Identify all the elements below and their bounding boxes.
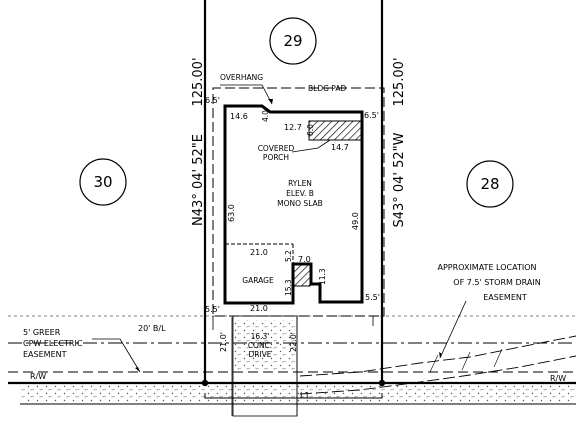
dim-setback-right-top: 6.5' bbox=[364, 111, 379, 120]
porch-label-1: COVERED bbox=[258, 144, 295, 153]
building-line-label: 20' B/L bbox=[138, 324, 166, 333]
lot-30-label: 30 bbox=[93, 173, 112, 191]
dim-garage-notch-v: 11.3 bbox=[318, 268, 327, 285]
drive-label-3: DRIVE bbox=[248, 350, 271, 359]
dim-top-left: 14.6 bbox=[230, 112, 248, 121]
driveway bbox=[232, 315, 298, 417]
dim-setback-left-top: 6.5' bbox=[205, 96, 220, 105]
house-elevation: ELEV. B bbox=[286, 189, 314, 198]
house-name: RYLEN bbox=[288, 179, 312, 188]
storm-easement-2: OF 7.5' STORM DRAIN bbox=[453, 278, 540, 287]
porch-label-2: PORCH bbox=[263, 153, 289, 162]
covered-porch-hatch bbox=[308, 120, 362, 141]
dim-garage-inner: 15.3 bbox=[284, 279, 293, 296]
lot-30-marker bbox=[79, 158, 127, 206]
dim-garage-bottom: 21.0 bbox=[250, 304, 268, 313]
dim-garage-side: 5.2 bbox=[284, 250, 293, 262]
lot-28-label: 28 bbox=[480, 175, 499, 193]
dim-garage-notch: 7.0 bbox=[298, 255, 311, 264]
lot-lines bbox=[203, 0, 384, 383]
lot-29-label: 29 bbox=[283, 32, 302, 50]
dim-drive-right: 22.0' bbox=[289, 332, 298, 352]
dim-left-side: 63.0 bbox=[227, 204, 236, 222]
west-bearing: N43° 04' 52"E bbox=[191, 134, 206, 226]
dim-setback-right-bottom: 5.5' bbox=[365, 293, 380, 302]
dim-setback-left-bottom: 5.5' bbox=[205, 305, 220, 314]
row-label-left: R/W bbox=[30, 372, 46, 381]
electric-easement-2: CPW ELECTRIC bbox=[23, 339, 83, 348]
dim-drive-left: 21.0' bbox=[219, 332, 228, 352]
drive-label-2: CONC. bbox=[248, 341, 272, 350]
storm-easement-3: EASEMENT bbox=[483, 293, 527, 302]
dim-garage-top: 21.0 bbox=[250, 248, 268, 257]
house-foundation: MONO SLAB bbox=[277, 199, 323, 208]
overhang-label: OVERHANG bbox=[220, 73, 263, 82]
east-bearing: S43° 04' 52"W bbox=[392, 132, 407, 227]
west-distance: 125.00' bbox=[191, 57, 206, 106]
dim-porch-width: 12.7 bbox=[284, 123, 302, 132]
storm-easement-1: APPROXIMATE LOCATION bbox=[438, 263, 537, 272]
building-pad-outline bbox=[212, 87, 385, 330]
dim-porch-right: 14.7 bbox=[331, 143, 349, 152]
dim-overhang-small: 4.0 bbox=[261, 110, 270, 122]
lot-28-marker bbox=[466, 160, 514, 208]
right-of-way bbox=[8, 379, 576, 405]
east-distance: 125.00' bbox=[392, 57, 407, 106]
garage-label: GARAGE bbox=[242, 276, 274, 285]
electric-easement-1: 5' GREER bbox=[23, 328, 61, 337]
garage-entry-hatch bbox=[293, 264, 311, 287]
dim-right-side: 49.0 bbox=[351, 212, 360, 230]
line-l1-label: L1 bbox=[300, 391, 310, 400]
drive-label-1: 16.3' bbox=[251, 332, 270, 341]
row-label-right: R/W bbox=[550, 374, 566, 383]
electric-easement-3: EASEMENT bbox=[23, 350, 67, 359]
bldg-pad-label: BLDG PAD bbox=[308, 84, 346, 93]
dim-porch-small: 6.0 bbox=[306, 124, 315, 136]
house-footprint bbox=[223, 104, 364, 305]
lot-29-marker bbox=[269, 17, 317, 65]
